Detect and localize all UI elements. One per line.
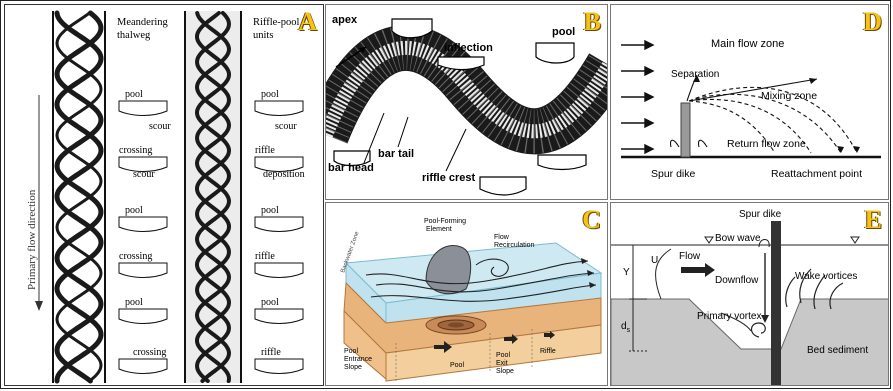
riffle-pool-label: riffle bbox=[261, 347, 281, 358]
meandering-cross-section bbox=[119, 359, 167, 374]
riffle-pool-label: deposition bbox=[263, 169, 305, 180]
panel-letter-a: A bbox=[298, 7, 317, 37]
label-mixing: Mixing zone bbox=[761, 90, 817, 102]
label-entrance-1: Pool bbox=[344, 348, 358, 355]
riffle-pool-title-2: units bbox=[253, 30, 273, 41]
panel-a-diagram: Primary flow direction Meandering thalwe… bbox=[5, 5, 324, 386]
label-flow-e: Flow bbox=[679, 251, 701, 262]
cross-section-bottom bbox=[480, 177, 526, 195]
label-bow-wave: Bow wave bbox=[715, 233, 761, 244]
flow-arrow-e bbox=[681, 263, 715, 277]
meandering-cross-section bbox=[119, 309, 167, 324]
panel-c: C bbox=[325, 202, 608, 386]
label-flow-recirc-2: Recirculation bbox=[494, 242, 535, 249]
label-main-flow: Main flow zone bbox=[711, 38, 784, 50]
label-separation: Separation bbox=[671, 69, 719, 80]
label-apex: apex bbox=[332, 14, 358, 26]
meandering-cross-section bbox=[119, 263, 167, 278]
meandering-label: crossing bbox=[133, 347, 166, 358]
meandering-cross-section bbox=[119, 101, 167, 116]
label-exit-3: Slope bbox=[496, 368, 514, 375]
meandering-label: crossing bbox=[119, 145, 152, 156]
panel-e: E Spur dike Bow wave F bbox=[610, 202, 889, 386]
panel-letter-c: C bbox=[582, 205, 601, 235]
cross-section-inflection bbox=[438, 57, 484, 70]
meandering-label: pool bbox=[125, 297, 143, 308]
panel-letter-e: E bbox=[865, 205, 882, 235]
label-entrance-3: Slope bbox=[344, 364, 362, 371]
panel-e-diagram: Spur dike Bow wave Flow Downflow Wake vo… bbox=[611, 203, 889, 386]
riffle-pool-cross-section bbox=[255, 263, 303, 278]
panel-d: D Main flow zone Separation bbox=[610, 4, 889, 200]
label-exit-2: Exit bbox=[496, 360, 508, 367]
riffle-pool-label: riffle bbox=[255, 145, 275, 156]
label-spur-dike-e: Spur dike bbox=[739, 209, 782, 220]
riffle-pool-label: pool bbox=[261, 89, 279, 100]
primary-vortex bbox=[752, 323, 766, 337]
riffle-pool-cross-section bbox=[255, 217, 303, 232]
label-inflection: inflection bbox=[444, 42, 493, 54]
meandering-label: scour bbox=[133, 169, 155, 180]
spur-dike-bar bbox=[681, 103, 690, 157]
label-riffle-crest: riffle crest bbox=[422, 172, 476, 184]
label-exit-1: Pool bbox=[496, 352, 510, 359]
riffle-pool-title-1: Riffle-pool bbox=[253, 17, 300, 28]
label-y: Y bbox=[623, 267, 630, 278]
label-pool-forming-1: Pool-Forming bbox=[424, 218, 466, 225]
label-bar-tail: bar tail bbox=[378, 148, 414, 160]
riffle-pool-channel bbox=[185, 11, 241, 383]
label-u: U bbox=[651, 255, 658, 266]
label-flow-recirc-1: Flow bbox=[494, 234, 510, 241]
riffle-pool-label: pool bbox=[261, 297, 279, 308]
label-spur-dike-d: Spur dike bbox=[651, 168, 696, 180]
meandering-channel bbox=[53, 11, 105, 383]
riffle-pool-cross-section bbox=[255, 359, 303, 374]
panel-letter-b: B bbox=[584, 7, 601, 37]
panel-c-diagram: Pool-Forming Element Flow Recirculation … bbox=[326, 203, 608, 386]
cross-section-apex bbox=[392, 19, 432, 38]
spur-dike-column bbox=[771, 221, 781, 386]
pool-forming-rock bbox=[426, 245, 471, 293]
meandering-title-1: Meandering bbox=[117, 17, 168, 28]
meandering-label: pool bbox=[125, 89, 143, 100]
label-reattachment: Reattachment point bbox=[771, 168, 862, 180]
label-pool-c: Pool bbox=[450, 362, 464, 369]
meandering-label: pool bbox=[125, 205, 143, 216]
riffle-pool-label: pool bbox=[261, 205, 279, 216]
riffle-pool-cross-section bbox=[255, 101, 303, 116]
label-return-flow: Return flow zone bbox=[727, 138, 806, 150]
riffle-pool-cross-section bbox=[255, 309, 303, 324]
inflow-arrows bbox=[621, 41, 653, 153]
label-pool-forming-2: Element bbox=[426, 226, 452, 233]
label-entrance-2: Entrance bbox=[344, 356, 372, 363]
label-riffle-c: Riffle bbox=[540, 348, 556, 355]
label-pool: pool bbox=[552, 26, 575, 38]
meandering-label: scour bbox=[149, 121, 171, 132]
label-wake: Wake vortices bbox=[795, 271, 857, 282]
label-bed-sediment: Bed sediment bbox=[807, 345, 868, 356]
panel-a: A Primary flow direction Meandering thal… bbox=[4, 4, 324, 386]
cross-section-right bbox=[538, 155, 586, 170]
label-bar-head: bar head bbox=[328, 162, 374, 174]
panel-b-diagram: apex inflection pool bar head bar tail r… bbox=[326, 5, 608, 200]
flow-axis-label: Primary flow direction bbox=[26, 189, 38, 290]
label-downflow: Downflow bbox=[715, 275, 759, 286]
panel-d-diagram: Main flow zone Separation Mixing zone Re… bbox=[611, 5, 889, 200]
riffle-pool-label: scour bbox=[275, 121, 297, 132]
cross-section-pool bbox=[536, 43, 574, 63]
meandering-label: crossing bbox=[119, 251, 152, 262]
label-primary-vortex: Primary vortex bbox=[697, 311, 761, 322]
meandering-title-2: thalweg bbox=[117, 30, 151, 41]
panel-letter-d: D bbox=[863, 7, 882, 37]
panel-b: B apex inflection pool bar head bar tail… bbox=[325, 4, 608, 200]
flow-axis-arrowhead bbox=[35, 301, 43, 311]
meandering-cross-section bbox=[119, 217, 167, 232]
riffle-pool-label: riffle bbox=[255, 251, 275, 262]
